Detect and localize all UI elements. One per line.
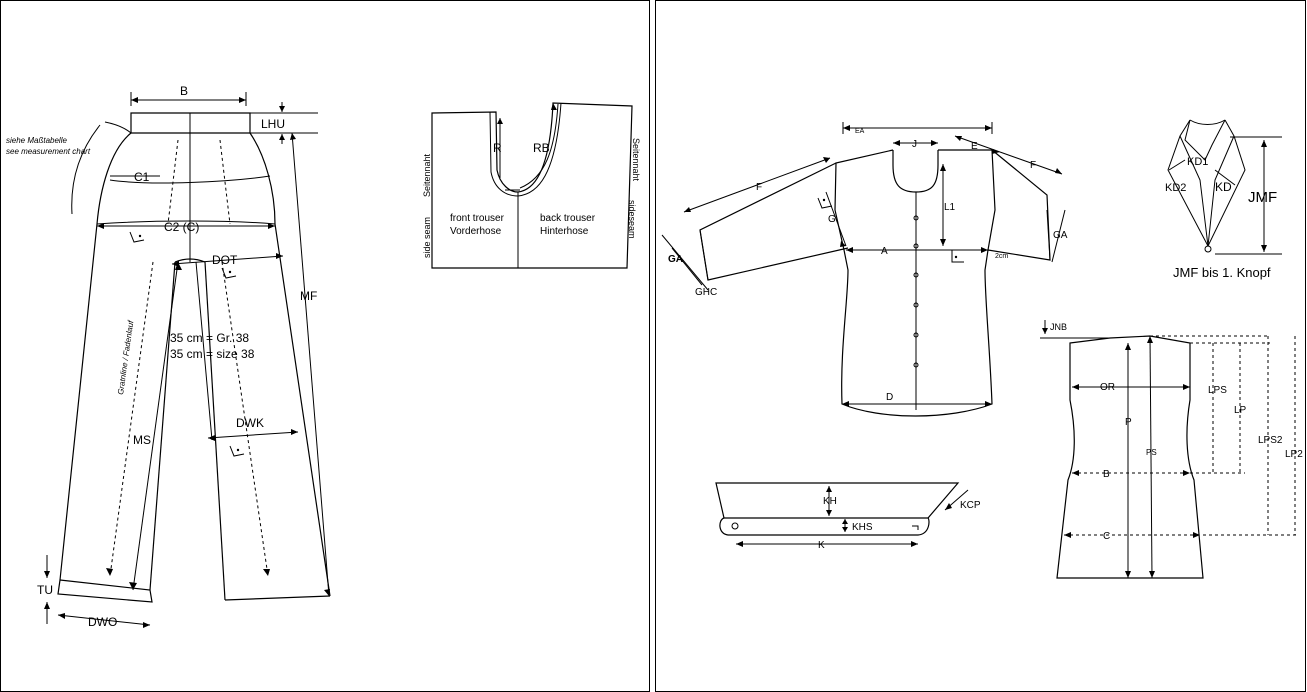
label-P: P	[1125, 417, 1132, 428]
label-KH: KH	[823, 496, 837, 507]
label-DOT: DOT	[212, 253, 238, 267]
label-C2: C2 (C)	[164, 220, 199, 234]
label-DWO: DWO	[88, 615, 117, 629]
label-PS: PS	[1146, 448, 1157, 457]
label-JMF-note: JMF bis 1. Knopf	[1173, 265, 1271, 280]
label-C: C	[1103, 531, 1110, 542]
label-vorderhose: Vorderhose	[450, 226, 502, 237]
label-KD: KD	[1215, 180, 1232, 194]
label-GA-left: GA	[668, 254, 683, 265]
label-back-trouser: back trouser	[540, 213, 596, 224]
size-note-en: 35 cm = size 38	[170, 347, 255, 361]
label-EA: EA	[855, 128, 865, 135]
label-seitennaht-right: Seitennaht	[631, 138, 641, 182]
label-A: A	[881, 246, 888, 257]
label-G: G	[828, 214, 836, 225]
label-MF: MF	[300, 289, 317, 303]
shirt-diagram: EA J E F F G L1 A 2cm GA GA GHC D	[661, 122, 1068, 417]
label-DWK: DWK	[236, 416, 264, 430]
label-R: R	[493, 141, 502, 155]
label-KD1: KD1	[1187, 156, 1208, 168]
note-measure-chart-en: see measurement chart	[6, 147, 91, 156]
label-LP: LP	[1234, 405, 1247, 416]
trousers-dimensions	[44, 92, 330, 628]
note-measure-chart-de: siehe Maßtabelle	[6, 136, 67, 145]
label-GHC: GHC	[695, 287, 717, 298]
label-sideseam-left: side seam	[422, 217, 432, 258]
label-sideseam-right: sideseam	[627, 200, 637, 239]
label-seitennaht-left: Seitennaht	[422, 153, 432, 197]
label-hinterhose: Hinterhose	[540, 226, 589, 237]
label-front-trouser: front trouser	[450, 213, 505, 224]
label-2cm: 2cm	[995, 253, 1008, 260]
trousers-diagram	[57, 112, 331, 603]
label-LPS: LPS	[1208, 385, 1227, 396]
label-LPS2: LPS2	[1258, 435, 1283, 446]
label-GA-right: GA	[1053, 230, 1068, 241]
label-D: D	[886, 392, 893, 403]
label-OR: OR	[1100, 382, 1115, 393]
label-J: J	[912, 139, 917, 150]
label-B: B	[1103, 469, 1110, 480]
vest-diagram: JNB OR LPS LP LPS2 LP2 P PS B C	[1040, 320, 1303, 579]
label-JNB: JNB	[1050, 322, 1067, 332]
crotch-diagram: R RB Seitennaht side seam front trouser …	[422, 102, 641, 269]
label-JMF: JMF	[1248, 189, 1277, 206]
label-K: K	[818, 540, 825, 551]
label-LHU: LHU	[261, 117, 285, 131]
label-L1: L1	[944, 202, 956, 213]
trousers-labels: B LHU siehe Maßtabelle see measurement c…	[6, 84, 317, 629]
label-KD2: KD2	[1165, 182, 1186, 194]
size-note-de: 35 cm = Gr. 38	[170, 331, 249, 345]
label-LP2: LP2	[1285, 449, 1303, 460]
label-MS: MS	[133, 433, 151, 447]
label-KHS: KHS	[852, 522, 873, 533]
label-B: B	[180, 84, 188, 98]
label-F-left: F	[756, 182, 762, 193]
collar-strip-diagram: KH KCP KHS K	[715, 482, 981, 551]
label-F-right: F	[1030, 160, 1036, 171]
label-KCP: KCP	[960, 500, 981, 511]
label-TU: TU	[37, 583, 53, 597]
label-E: E	[971, 141, 978, 152]
label-C1: C1	[134, 170, 150, 184]
label-RB: RB	[533, 141, 550, 155]
collar-view-diagram: KD1 KD2 KD JMF JMF bis 1. Knopf	[1165, 119, 1282, 280]
label-grainline: Gratnline / Fadenlauf	[116, 319, 135, 395]
